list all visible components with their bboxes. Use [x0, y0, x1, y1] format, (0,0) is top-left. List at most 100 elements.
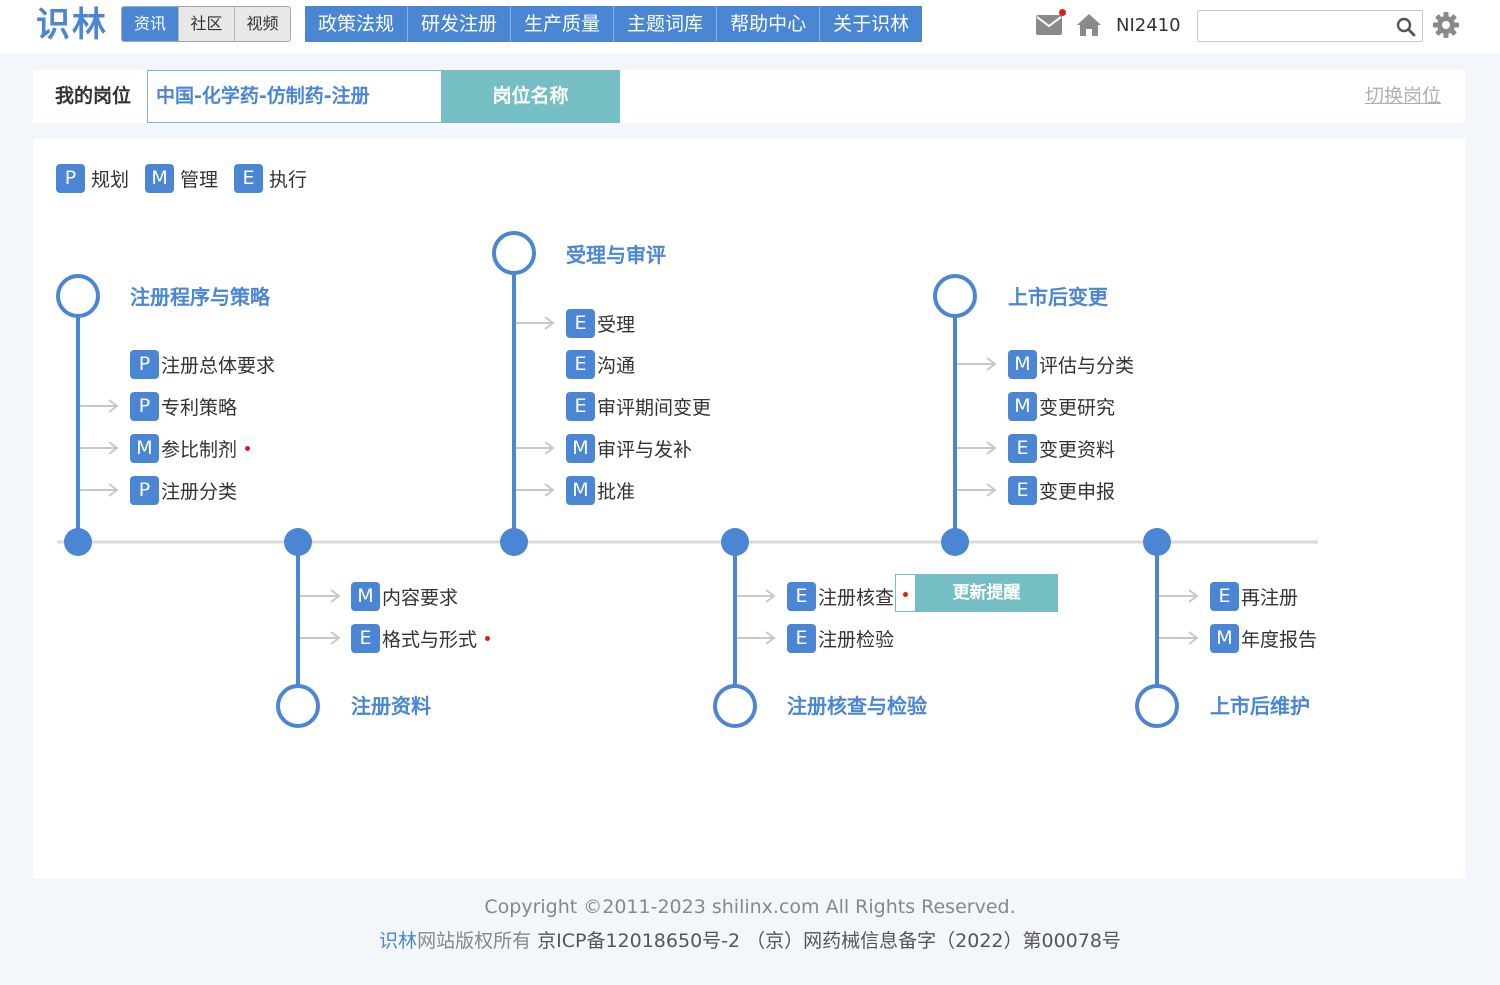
position-bar: 我的岗位 中国-化学药-仿制药-注册 岗位名称 切换岗位	[33, 70, 1465, 123]
role-badge: E	[787, 623, 816, 653]
update-dot	[485, 635, 491, 641]
item-label: 注册分类	[161, 480, 238, 503]
position-name-button[interactable]: 岗位名称	[441, 70, 620, 123]
nav-about[interactable]: 关于识林	[819, 6, 922, 42]
position-value: 中国-化学药-仿制药-注册	[147, 70, 442, 123]
legend-plan: P 规划	[56, 163, 130, 193]
switch-position-link[interactable]: 切换岗位	[1364, 85, 1441, 107]
tab-video[interactable]: 视频	[234, 7, 290, 41]
update-dot	[903, 592, 908, 597]
search-input[interactable]	[1204, 15, 1384, 37]
item-label: 受理	[597, 313, 636, 336]
item-label: 审评与发补	[597, 438, 693, 461]
stage-title-acceptance-review[interactable]: 受理与审评	[566, 243, 666, 267]
main-nav: 政策法规 研发注册 生产质量 主题词库 帮助中心 关于识林	[305, 6, 923, 42]
update-dot	[245, 445, 251, 451]
item-label: 变更申报	[1039, 480, 1116, 503]
mail-icon[interactable]	[1036, 9, 1066, 35]
legend-label: 规划	[91, 168, 130, 191]
item-label: 批准	[597, 480, 636, 503]
nav-production-quality[interactable]: 生产质量	[510, 6, 613, 42]
header-tools: NI2410	[1036, 9, 1181, 40]
role-badge: P	[130, 475, 159, 505]
role-badge: P	[130, 349, 159, 379]
item-label: 再注册	[1241, 586, 1299, 609]
role-badge: E	[787, 581, 816, 611]
copyright: Copyright ©2011-2023 shilinx.com All Rig…	[484, 896, 1016, 918]
stage-title-registration-dossier[interactable]: 注册资料	[351, 694, 431, 718]
item-label: 注册总体要求	[161, 354, 276, 377]
update-reminder: 更新提醒	[895, 574, 1058, 612]
role-badge: E	[1008, 475, 1037, 505]
stage-title-inspection-testing[interactable]: 注册核查与检验	[787, 694, 927, 718]
nav-rd-registration[interactable]: 研发注册	[407, 6, 510, 42]
nav-glossary[interactable]: 主题词库	[613, 6, 716, 42]
role-badge: E	[1008, 433, 1037, 463]
item-label: 评估与分类	[1039, 354, 1135, 377]
position-label: 我的岗位	[55, 85, 132, 107]
tab-news[interactable]: 资讯	[122, 7, 178, 41]
badge-p: P	[56, 163, 85, 193]
role-badge: M	[1008, 391, 1037, 421]
role-badge: M	[130, 433, 159, 463]
stage-title-post-market-change[interactable]: 上市后变更	[1008, 285, 1108, 309]
site-logo[interactable]: 识林	[36, 5, 108, 45]
legend-label: 管理	[180, 168, 219, 191]
role-badge: M	[1210, 623, 1239, 653]
nav-policy[interactable]: 政策法规	[318, 13, 395, 35]
stage-title-registration-procedure[interactable]: 注册程序与策略	[130, 285, 270, 309]
role-badge: E	[566, 391, 595, 421]
role-legend: P 规划 M 管理 E 执行	[56, 163, 323, 193]
role-badge: E	[566, 308, 595, 338]
search-box	[1197, 10, 1423, 42]
footer-icp[interactable]: 京ICP备12018650号-2 （京）网药械信息备字（2022）第00078号	[531, 930, 1121, 952]
content-tabs: 资讯 社区 视频	[121, 6, 291, 42]
stage-title-post-market-maintenance[interactable]: 上市后维护	[1210, 694, 1310, 718]
legend-execute: E 执行	[234, 163, 308, 193]
footer-license: 识林网站版权所有 京ICP备12018650号-2 （京）网药械信息备字（202…	[0, 926, 1500, 953]
role-badge: E	[1210, 581, 1239, 611]
item-label: 参比制剂	[161, 438, 238, 461]
item-label: 注册核查	[818, 586, 895, 609]
footer-brand-link[interactable]: 识林	[379, 930, 418, 952]
legend-label: 执行	[269, 168, 308, 191]
badge-e: E	[234, 163, 264, 193]
role-badge: P	[130, 391, 159, 421]
user-id[interactable]: NI2410	[1116, 14, 1181, 36]
badge-m: M	[145, 163, 175, 193]
role-badge: M	[566, 475, 595, 505]
item-label: 沟通	[597, 354, 636, 377]
update-reminder-button[interactable]: 更新提醒	[915, 575, 1058, 611]
nav-help[interactable]: 帮助中心	[716, 6, 819, 42]
role-badge: M	[566, 433, 595, 463]
tab-community[interactable]: 社区	[178, 7, 234, 41]
role-badge: E	[351, 623, 380, 653]
item-label: 注册检验	[818, 628, 895, 651]
gear-icon[interactable]	[1432, 11, 1460, 39]
item-label: 变更研究	[1039, 396, 1116, 419]
item-label: 内容要求	[382, 586, 459, 609]
search-icon[interactable]	[1396, 17, 1416, 37]
top-header: 识林 资讯 社区 视频 政策法规 研发注册 生产质量 主题词库 帮助中心 关于识…	[0, 0, 1500, 53]
home-icon[interactable]	[1076, 13, 1102, 37]
item-label: 专利策略	[161, 396, 238, 419]
